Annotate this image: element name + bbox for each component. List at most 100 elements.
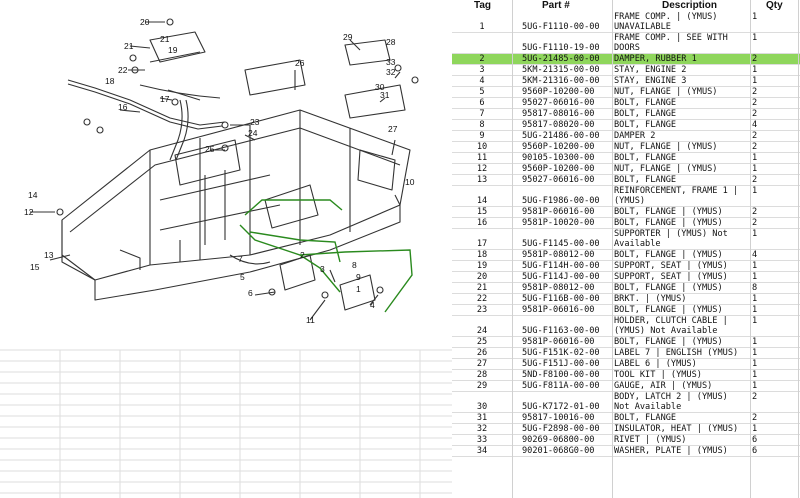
header-tag: Tag (474, 0, 492, 11)
row-tag: 14 (476, 196, 488, 206)
row-part-number: 9581P-06016-00 (522, 305, 595, 315)
row-description: BRKT. | (YMUS) (614, 294, 687, 304)
row-qty: 1 (752, 164, 758, 174)
row-tag: 24 (476, 326, 488, 336)
row-qty: 2 (752, 98, 758, 108)
row-part-number: 90201-068G0-00 (522, 446, 595, 456)
row-part-number: 95817-08016-00 (522, 109, 595, 119)
row-tag: 23 (476, 305, 488, 315)
row-part-number: 5UG-F1110-19-00 (522, 43, 600, 53)
row-tag: 31 (476, 413, 488, 423)
row-tag: 4 (479, 76, 485, 86)
row-qty: 2 (752, 392, 758, 402)
column-divider (512, 0, 513, 498)
callout-number: 29 (343, 32, 353, 42)
row-qty: 2 (752, 218, 758, 228)
column-divider (798, 0, 799, 498)
callout-number: 27 (388, 124, 398, 134)
row-description: BOLT, FLANGE (614, 98, 677, 108)
table-row[interactable]: 28 5ND-F8100-00-00 TOOL KIT | (YMUS) 1 (452, 370, 800, 381)
row-tag: 28 (476, 370, 488, 380)
row-tag: 2 (479, 54, 485, 64)
row-tag: 7 (479, 109, 485, 119)
row-tag: 15 (476, 207, 488, 217)
row-qty: 6 (752, 446, 758, 456)
row-part-number: 5UG-F114J-00-00 (522, 272, 600, 282)
row-qty: 1 (752, 76, 758, 86)
row-description: TOOL KIT | (YMUS) (614, 370, 702, 380)
row-tag: 22 (476, 294, 488, 304)
row-part-number: 9560P-10200-00 (522, 87, 595, 97)
row-description: BOLT, FLANGE | (YMUS) (614, 305, 723, 315)
callout-number: 7 (238, 254, 243, 264)
row-description: WASHER, PLATE | (YMUS) (614, 446, 728, 456)
row-description: FRAME COMP. | (YMUS) UNAVAILABLE (614, 12, 718, 32)
row-qty: 1 (752, 337, 758, 347)
callout-number: 21 (124, 41, 134, 51)
row-qty: 1 (752, 272, 758, 282)
row-qty: 2 (752, 175, 758, 185)
row-qty: 1 (752, 12, 758, 22)
spreadsheet-gridlines (0, 349, 452, 498)
row-qty: 2 (752, 87, 758, 97)
row-part-number: 95817-08020-00 (522, 120, 595, 130)
row-qty: 1 (752, 33, 758, 43)
row-part-number: 5KM-21316-00-00 (522, 76, 600, 86)
row-description: SUPPORT, SEAT | (YMUS) (614, 261, 728, 271)
row-part-number: 5UG-F1986-00-00 (522, 196, 600, 206)
callout-number: 26 (295, 58, 305, 68)
row-description: GAUGE, AIR | (YMUS) (614, 381, 713, 391)
row-part-number: 5UG-F151J-00-00 (522, 359, 600, 369)
row-description: BOLT, FLANGE (614, 175, 677, 185)
row-description: SUPPORTER | (YMUS) Not Available (614, 229, 728, 249)
row-description: RIVET | (YMUS) (614, 435, 687, 445)
row-part-number: 95027-06016-00 (522, 98, 595, 108)
row-part-number: 9581P-06016-00 (522, 337, 595, 347)
row-part-number: 5UG-F114H-00-00 (522, 261, 600, 271)
column-divider (750, 0, 751, 498)
callout-number: 31 (380, 90, 390, 100)
row-tag: 10 (476, 142, 488, 152)
row-qty: 1 (752, 370, 758, 380)
row-part-number: 90105-10300-00 (522, 153, 595, 163)
row-tag: 12 (476, 164, 488, 174)
row-qty: 4 (752, 250, 758, 260)
row-description: BOLT, FLANGE | (YMUS) (614, 337, 723, 347)
row-tag: 8 (479, 120, 485, 130)
row-part-number: 5ND-F8100-00-00 (522, 370, 600, 380)
